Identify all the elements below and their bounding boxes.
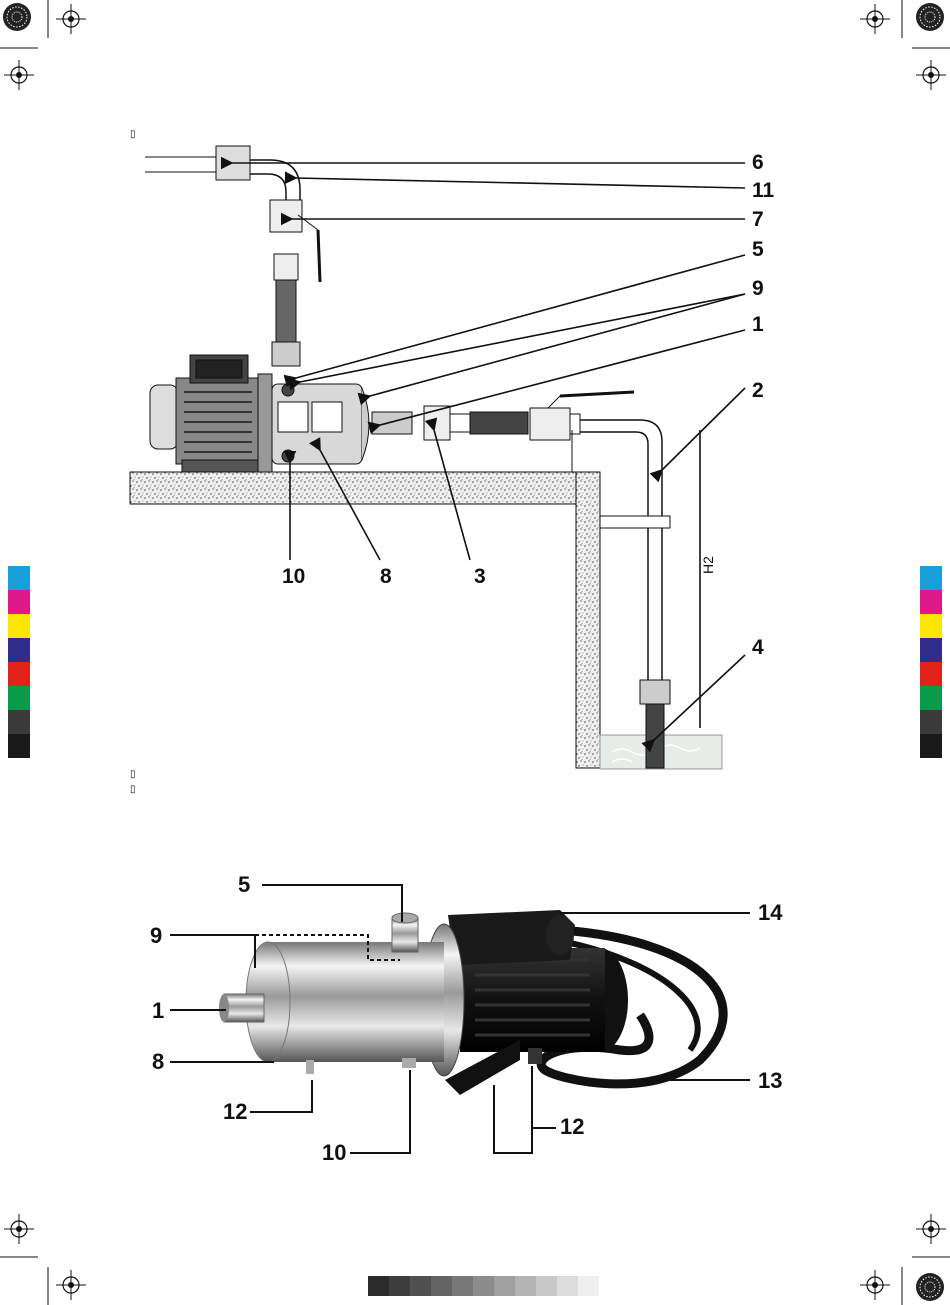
photo-callout-label: 14	[758, 902, 782, 924]
photo-callout-label: 13	[758, 1070, 782, 1092]
photo-callout-label: 1	[152, 1000, 164, 1022]
photo-callout-label: 10	[322, 1142, 346, 1164]
photo-callout-label: 5	[238, 874, 250, 896]
photo-callout-label: 12	[223, 1101, 247, 1123]
photo-callout-label: 8	[152, 1051, 164, 1073]
photo-callout-label: 12	[560, 1116, 584, 1138]
photo-callout-label: 9	[150, 925, 162, 947]
pump-stainless-body	[219, 913, 444, 1074]
